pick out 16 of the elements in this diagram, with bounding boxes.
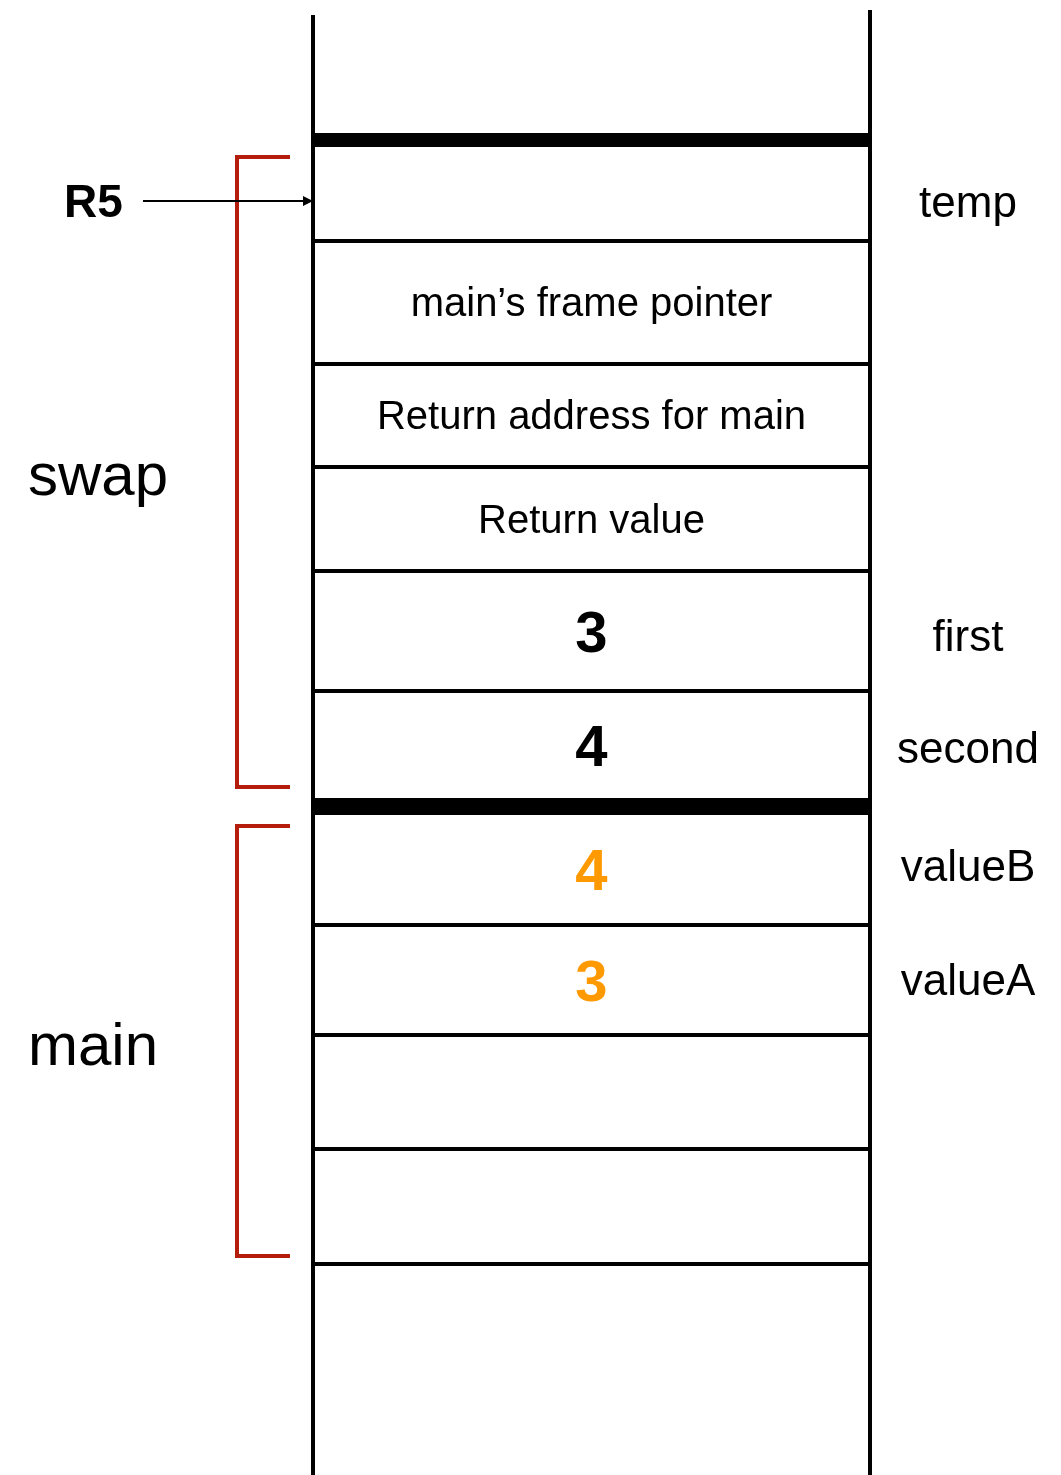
variable-name: valueA: [900, 955, 1036, 1005]
value-number: 4: [575, 712, 608, 779]
value-number: 3: [575, 597, 608, 665]
value-number: 4: [575, 835, 608, 903]
variable-name: first: [932, 611, 1004, 661]
cell-text: Return value: [478, 496, 705, 542]
register-label: R5: [64, 175, 123, 227]
pointer-arrow: [142, 196, 314, 206]
frame-label: swap: [28, 440, 169, 509]
variable-name: second: [897, 723, 1039, 773]
variable-name: temp: [919, 177, 1017, 227]
cell-text: main’s frame pointer: [410, 280, 773, 325]
value-number: 3: [575, 946, 608, 1014]
variable-name: valueB: [900, 841, 1036, 891]
frame-label: main: [28, 1010, 159, 1079]
cell-text: Return address for main: [376, 393, 807, 438]
